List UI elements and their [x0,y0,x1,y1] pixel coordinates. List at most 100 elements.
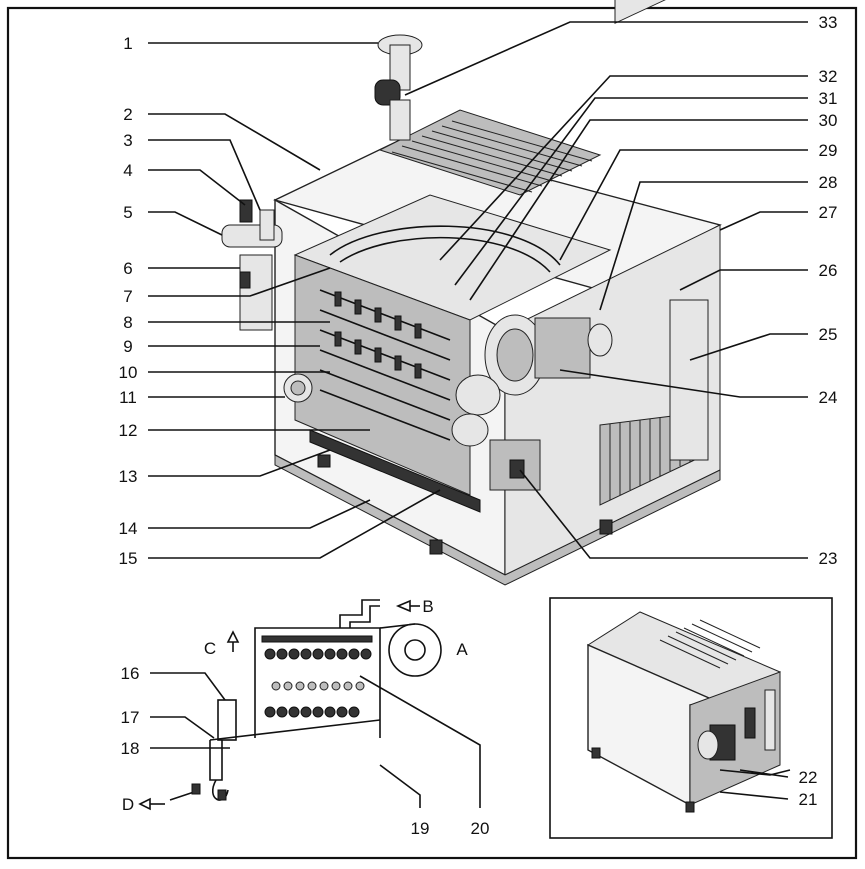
pump-hub [290,380,306,396]
leaders-left [148,42,441,559]
callout-label: 19 [411,819,430,838]
inset-view: 22 21 [549,597,833,839]
callout-label: 14 [119,519,138,538]
callout-label: 29 [819,141,838,160]
callout-label: 5 [123,203,132,222]
foot [429,539,443,555]
leader-17 [150,716,215,739]
diagram-border [6,6,858,860]
blower-fan [484,314,613,396]
inset-valve [744,707,756,739]
callout-labels-right: 33 32 31 30 29 28 27 26 25 24 23 [819,13,838,568]
burner-port-lower [451,413,489,447]
flow-label-c: C [204,639,216,658]
callout-label: 24 [819,388,838,407]
callout-label: 11 [119,388,137,407]
callout-label: 26 [819,261,838,280]
cabinet-base [274,454,721,586]
callout-label: 10 [119,363,138,382]
flow-label-d: D [122,795,134,814]
burner-port [455,374,501,416]
callout-label: 8 [123,313,132,332]
flue-chimney [217,699,237,741]
vessel-bottom [209,719,381,741]
flow-label-a: A [456,640,468,659]
tube-bank-top [264,648,372,660]
callout-label: 22 [799,768,818,787]
callout-label: 15 [119,549,138,568]
callout-label: 31 [819,89,838,108]
burner-plate [261,635,373,643]
pressure-sensor [259,209,275,241]
flue-stub [389,99,411,141]
inset-port [697,730,719,760]
callout-label: 4 [123,161,132,180]
control-panel [614,0,701,24]
tube-rows [319,289,451,441]
side-panel [669,299,709,461]
callout-label: 21 [799,790,818,809]
callout-label: 9 [123,337,132,356]
leader-21 [719,791,789,800]
drain-fitting [217,789,227,801]
exchanger-front [294,254,471,496]
callout-label: 6 [123,259,132,278]
gas-valve-actuator [239,271,251,289]
callout-label: 23 [819,549,838,568]
callout-label: 2 [123,105,132,124]
callout-label: 7 [123,287,132,306]
callout-label: 18 [121,739,140,758]
leader-19 [379,764,421,808]
vessel-walls [254,627,381,738]
air-inlet-duct-inner [349,605,380,628]
tube-bank-middle [271,681,365,691]
callout-label: 32 [819,67,838,86]
water-connections [221,199,313,403]
fan-motor [534,317,591,379]
callout-label: 33 [819,13,838,32]
callout-label: 25 [819,325,838,344]
leaders-right [404,21,808,559]
boiler-main-view [221,0,722,586]
heat-exchanger [293,194,612,496]
leader-20 [359,675,481,808]
drain-stub [209,740,223,781]
manifold-arc [329,225,561,266]
fan-end-cap [587,323,613,357]
flue-collar [374,79,401,106]
fan-inlet [496,328,534,382]
drain-fitting [191,783,201,795]
arrow-b [395,599,411,613]
foot [685,801,695,813]
foot [317,454,331,468]
manifold-arc-inner [339,236,551,273]
arrow-d [138,797,151,811]
inset-grille [659,619,761,669]
tube-bank-bottom [264,706,360,718]
fan-symbol [388,623,442,677]
fan-duct [379,623,416,629]
inset-border [549,597,833,839]
callout-label: 28 [819,173,838,192]
flow-label-b: B [422,597,433,616]
foot [591,747,601,759]
safety-valve [239,199,253,223]
drain-trap [212,779,229,801]
callout-label: 1 [123,34,132,53]
callout-label: 13 [119,467,138,486]
gas-valve [239,254,273,331]
leader-22 [739,769,789,778]
arrow-c [226,630,240,643]
callout-label: 16 [121,664,140,683]
callout-label: 12 [119,421,138,440]
callout-label: 27 [819,203,838,222]
callout-labels-left: 1 2 3 4 5 6 7 8 9 10 11 12 13 14 15 [119,34,138,568]
leader-16 [150,672,226,701]
foot [599,519,613,535]
fan-symbol-hub [404,639,426,661]
callout-label: 17 [121,708,140,727]
air-inlet-duct [339,599,380,628]
flue-outlet [374,34,423,141]
